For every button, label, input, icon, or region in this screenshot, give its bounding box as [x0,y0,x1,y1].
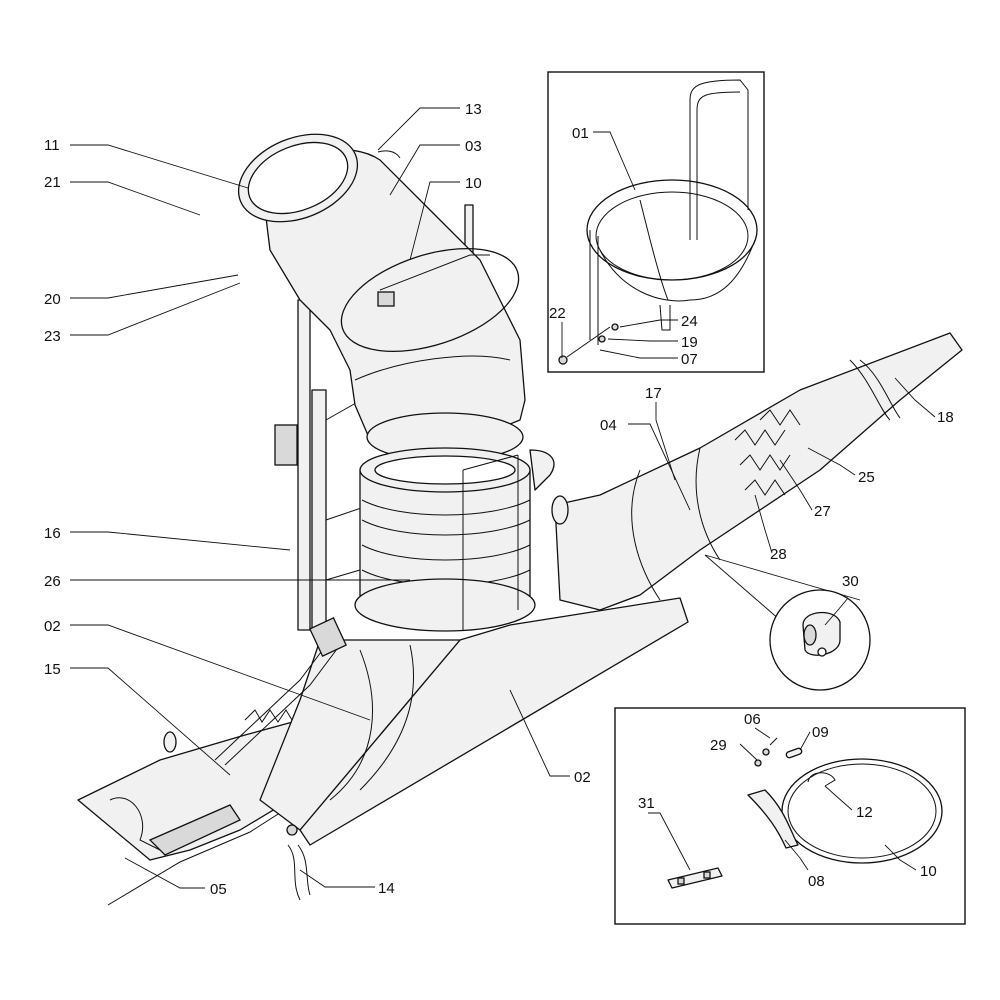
callout-12: 12 [856,804,873,821]
callout-04: 04 [600,417,617,434]
callout-28: 28 [770,546,787,563]
callout-24: 24 [681,313,698,330]
callout-29: 29 [710,737,727,754]
callout-10-top: 10 [465,175,482,192]
discharge-tube [551,332,963,611]
callout-26: 26 [44,573,61,590]
callout-03: 03 [465,138,482,155]
callout-31: 31 [638,795,655,812]
callout-11: 11 [44,137,60,154]
callout-22: 22 [549,305,566,322]
callout-15: 15 [44,661,61,678]
callout-14: 14 [378,880,395,897]
callout-06: 06 [744,711,761,728]
base-arm-assembly [259,597,689,846]
callout-30: 30 [842,573,859,590]
detail-30-clip [704,554,871,691]
callout-27: 27 [814,503,831,520]
callout-13: 13 [465,101,482,118]
callout-09: 09 [812,724,829,741]
callout-25: 25 [858,469,875,486]
callout-18: 18 [937,409,954,426]
inset-ring-hardware [614,707,966,925]
bellows-assembly [354,447,555,632]
leader-lines [70,107,936,889]
callout-labels: 11 21 20 23 13 03 10 16 26 02 15 05 14 0… [44,101,954,898]
callout-02-right: 02 [574,769,591,786]
linkage [163,617,347,901]
callout-05: 05 [210,881,227,898]
callout-17: 17 [645,385,662,402]
callout-19: 19 [681,334,698,351]
callout-08: 08 [808,873,825,890]
callout-23: 23 [44,328,61,345]
top-spout [237,133,526,462]
callout-20: 20 [44,291,61,308]
callout-07: 07 [681,351,698,368]
callout-16: 16 [44,525,61,542]
inset-basket [547,71,765,373]
callout-21: 21 [44,174,61,191]
callout-02-left: 02 [44,618,61,635]
callout-01: 01 [572,125,589,142]
callout-10-inset: 10 [920,863,937,880]
